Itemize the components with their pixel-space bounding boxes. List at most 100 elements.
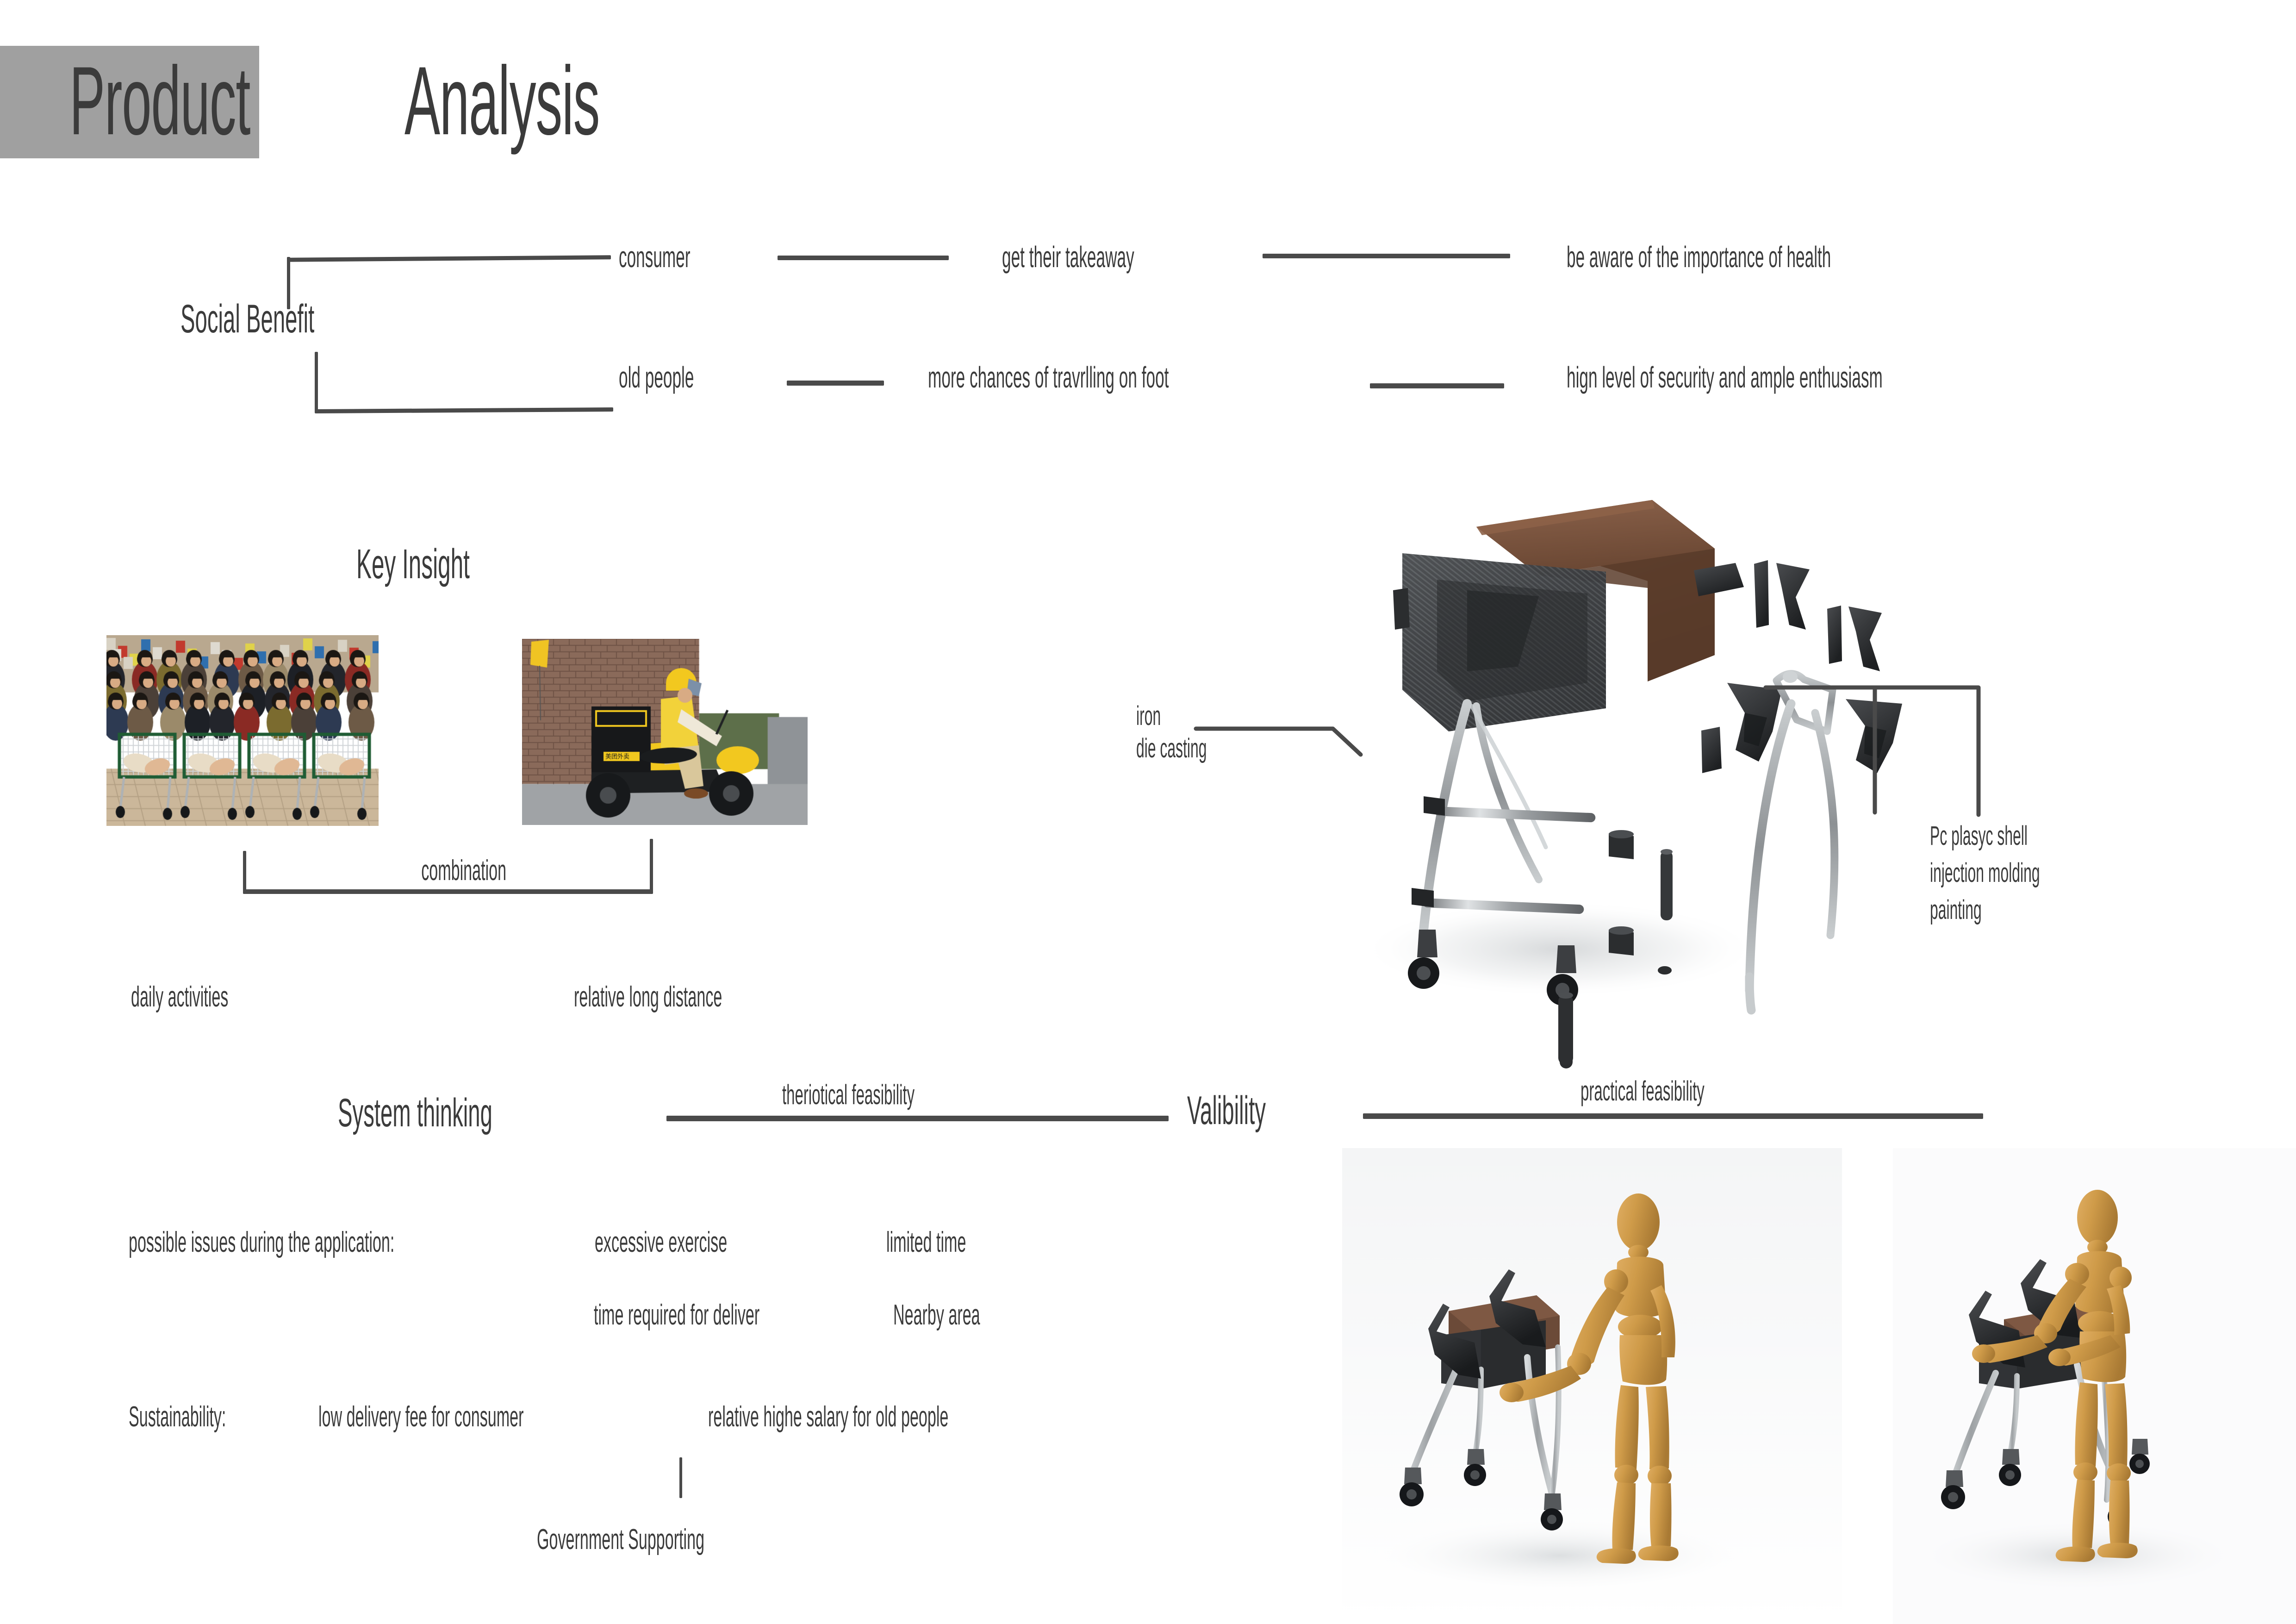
mannequin-shin-near xyxy=(1612,1482,1636,1550)
mannequin-forearm-near xyxy=(1979,1335,2047,1363)
mannequin-chest xyxy=(1615,1256,1666,1318)
sustainability-label: Sustainability: xyxy=(129,1401,226,1433)
usage-scene-leaning xyxy=(1893,1148,2296,1624)
social-benefit-bracket-bottom-stem xyxy=(315,352,318,412)
social-benefit-bracket-top-arm xyxy=(286,255,611,262)
mannequin-knee-far xyxy=(1648,1466,1672,1486)
frame-left-legs xyxy=(1412,699,1596,940)
mannequin-upper-arm xyxy=(1571,1287,1624,1365)
annotation-iron-line-1: iron xyxy=(1136,701,1161,731)
mannequin-upper-arm-far xyxy=(2107,1285,2130,1335)
caster-front xyxy=(1408,930,1439,989)
mannequin-knee-near xyxy=(1614,1465,1638,1485)
mannequin-shin-far xyxy=(1650,1483,1672,1547)
social-benefit-row-0-result: be aware of the importance of health xyxy=(1567,240,1831,274)
social-benefit-row-1-actor: old people xyxy=(619,361,694,394)
social-benefit-row-1-result: hign level of security and ample enthusi… xyxy=(1567,361,1883,394)
scene-1-shadow xyxy=(1375,1518,1745,1593)
pin-rod xyxy=(1661,851,1673,920)
social-benefit-bracket-top-stem xyxy=(287,257,290,309)
social-benefit-row-1-connector-1 xyxy=(787,381,884,386)
social-benefit-row-0-connector-2 xyxy=(1263,254,1510,258)
scene-1-mannequin xyxy=(1500,1193,1679,1564)
page-title-highlight: Product xyxy=(69,46,250,155)
mannequin-thigh-far xyxy=(2105,1383,2128,1467)
mannequin-foot-far xyxy=(1638,1545,1679,1561)
mannequin-head xyxy=(2077,1190,2118,1245)
mannequin-hand xyxy=(1500,1383,1524,1402)
mannequin-shoulder xyxy=(1604,1269,1628,1293)
annotation-pc-line-1: Pc plasyc shell xyxy=(1930,821,2028,851)
scene-1-caster-c xyxy=(1541,1493,1563,1530)
annotation-pc-line-2: injection molding xyxy=(1930,858,2040,888)
frame-right-handle xyxy=(1745,670,1839,1015)
lid-brown-shell xyxy=(1476,500,1715,681)
mannequin-foot-near xyxy=(1596,1548,1636,1564)
shell-piece-e xyxy=(1848,606,1882,671)
mannequin-neck xyxy=(1628,1245,1649,1260)
mannequin-upper-arm-near xyxy=(2038,1279,2086,1334)
annotation-pc-elbow xyxy=(1849,685,1981,817)
social-benefit-row-1-outcome: more chances of travrlling on foot xyxy=(928,361,1169,394)
mannequin-neck xyxy=(2087,1240,2108,1255)
issues-row-1-item-1: Nearby area xyxy=(893,1299,980,1331)
theriotical-feasibility-label: theriotical feasibility xyxy=(782,1079,915,1110)
system-thinking-heading: System thinking xyxy=(338,1091,492,1135)
government-support-connector xyxy=(679,1457,682,1498)
sustainability-item-0: low delivery fee for consumer xyxy=(318,1401,524,1433)
key-insight-heading: Key Insight xyxy=(356,541,470,587)
mannequin-hand-far xyxy=(2048,1349,2071,1366)
scene-2-caster-d xyxy=(2129,1439,2150,1474)
key-insight-derived-1: relative long distance xyxy=(574,981,722,1013)
government-supporting-label: Government Supporting xyxy=(537,1524,705,1555)
cross-tube-upper xyxy=(1434,806,1596,823)
scene-1-handle-right xyxy=(1428,1304,1481,1379)
scene-1-handle-left xyxy=(1489,1269,1546,1347)
social-benefit-bracket-bottom-arm xyxy=(314,407,614,413)
food-delivery-rider-photo xyxy=(522,639,808,825)
connector-block-2 xyxy=(1609,930,1634,956)
shell-piece-c xyxy=(1776,563,1810,630)
mannequin-shin-far xyxy=(2109,1480,2130,1544)
shell-piece-a xyxy=(1694,563,1744,596)
scene-1-caster-b xyxy=(1464,1449,1486,1486)
practical-feasibility-label: practical feasibility xyxy=(1580,1075,1705,1106)
iron-clamp-upper xyxy=(1424,796,1445,816)
combination-bracket-right-stem xyxy=(650,839,653,893)
key-insight-derived-0: daily activities xyxy=(131,981,229,1013)
mannequin-shoulder-far xyxy=(2109,1267,2132,1289)
mannequin-shin-near xyxy=(2072,1480,2095,1548)
usage-scene-pushing xyxy=(1342,1148,1842,1624)
issues-row-0-item-1: limited time xyxy=(886,1226,966,1258)
annotation-iron-leader-line xyxy=(1194,726,1363,757)
basket-clip xyxy=(1393,588,1410,630)
sustainability-item-1: relative highe salary for old people xyxy=(708,1401,949,1433)
annotation-iron-line-2: die casting xyxy=(1136,733,1207,763)
practical-feasibility-rule xyxy=(1363,1113,1983,1119)
iron-clamp-lower xyxy=(1412,888,1434,907)
mannequin-knee-near xyxy=(2073,1462,2097,1482)
social-benefit-row-0-actor: consumer xyxy=(619,240,691,274)
mannequin-knee-far xyxy=(2107,1463,2131,1483)
scene-2-caster-a xyxy=(1941,1470,1965,1509)
combination-label: combination xyxy=(421,855,507,887)
social-benefit-heading: Social Benefit xyxy=(180,297,315,341)
mannequin-head xyxy=(1617,1193,1660,1251)
mannequin-thigh-near xyxy=(1615,1385,1639,1469)
theriotical-feasibility-rule xyxy=(666,1116,1169,1121)
issues-label: possible issues during the application: xyxy=(129,1226,395,1258)
grip-sleeve-detached xyxy=(1558,992,1573,1065)
cross-tube-lower xyxy=(1423,898,1584,914)
scene-1-cart xyxy=(1400,1269,1563,1530)
small-washer xyxy=(1658,966,1672,974)
mannequin-foot-far xyxy=(2097,1543,2138,1558)
scene-2-caster-b xyxy=(1999,1449,2021,1486)
annotation-pc-line-3: painting xyxy=(1930,895,1982,925)
mannequin-waist xyxy=(1618,1315,1662,1339)
mannequin-arm-far xyxy=(1650,1285,1675,1357)
connector-block-1 xyxy=(1609,833,1634,859)
plastic-shell-cluster xyxy=(1694,560,1902,773)
mannequin-forearm xyxy=(1507,1366,1581,1402)
mannequin-pelvis xyxy=(1619,1335,1668,1385)
